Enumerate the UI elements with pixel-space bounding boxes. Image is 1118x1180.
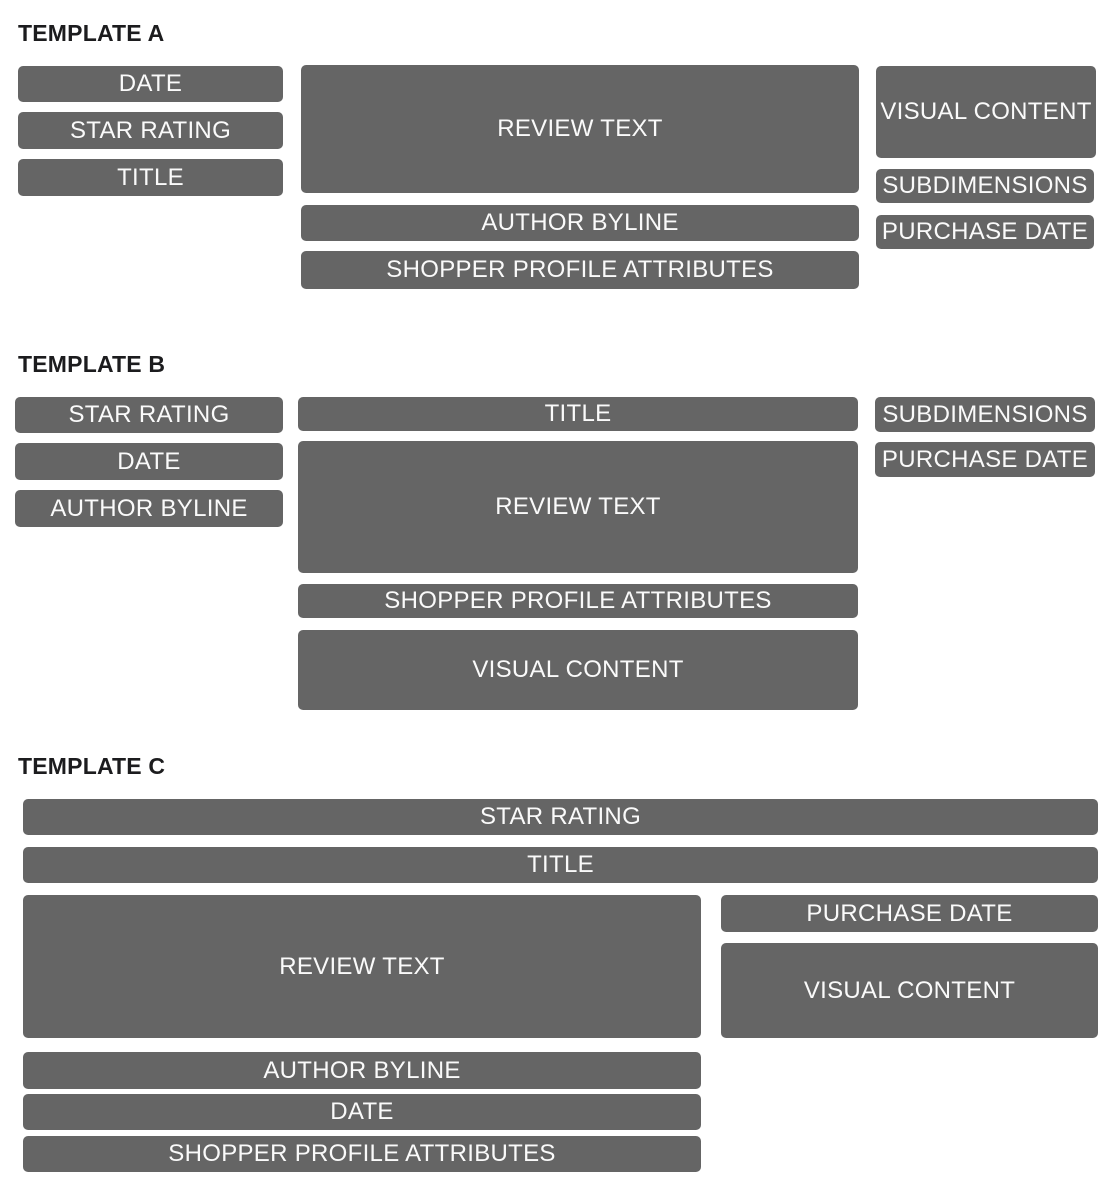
template-a-star-rating-box: STAR RATING: [18, 112, 283, 149]
template-b-subdimensions-box: SUBDIMENSIONS: [875, 397, 1095, 432]
template-c-star-rating-box: STAR RATING: [23, 799, 1098, 835]
template-b-purchase-date-box: PURCHASE DATE: [875, 442, 1095, 477]
template-a-review-text-box: REVIEW TEXT: [301, 65, 859, 193]
template-c-purchase-date-box: PURCHASE DATE: [721, 895, 1098, 932]
template-b-heading: TEMPLATE B: [18, 351, 166, 377]
template-c-review-text-box: REVIEW TEXT: [23, 895, 701, 1038]
template-b-author-byline-box: AUTHOR BYLINE: [15, 490, 283, 527]
template-b-shopper-profile-attributes-box: SHOPPER PROFILE ATTRIBUTES: [298, 584, 858, 618]
template-c-visual-content-box: VISUAL CONTENT: [721, 943, 1098, 1038]
template-a-visual-content-box: VISUAL CONTENT: [876, 66, 1096, 158]
template-a-title-box: TITLE: [18, 159, 283, 196]
template-a-shopper-profile-attributes-box: SHOPPER PROFILE ATTRIBUTES: [301, 251, 859, 289]
template-a-date-box: DATE: [18, 66, 283, 102]
template-b-review-text-box: REVIEW TEXT: [298, 441, 858, 573]
template-a-author-byline-box: AUTHOR BYLINE: [301, 205, 859, 241]
template-b-title-box: TITLE: [298, 397, 858, 431]
template-c-author-byline-box: AUTHOR BYLINE: [23, 1052, 701, 1089]
template-b-visual-content-box: VISUAL CONTENT: [298, 630, 858, 710]
template-c-heading: TEMPLATE C: [18, 753, 166, 779]
template-c-date-box: DATE: [23, 1094, 701, 1130]
template-c-title-box: TITLE: [23, 847, 1098, 883]
template-b-date-box: DATE: [15, 443, 283, 480]
template-a-heading: TEMPLATE A: [18, 20, 165, 46]
template-c-shopper-profile-attributes-box: SHOPPER PROFILE ATTRIBUTES: [23, 1136, 701, 1172]
template-b-star-rating-box: STAR RATING: [15, 397, 283, 433]
template-a-purchase-date-box: PURCHASE DATE: [876, 215, 1094, 249]
template-a-subdimensions-box: SUBDIMENSIONS: [876, 169, 1094, 203]
